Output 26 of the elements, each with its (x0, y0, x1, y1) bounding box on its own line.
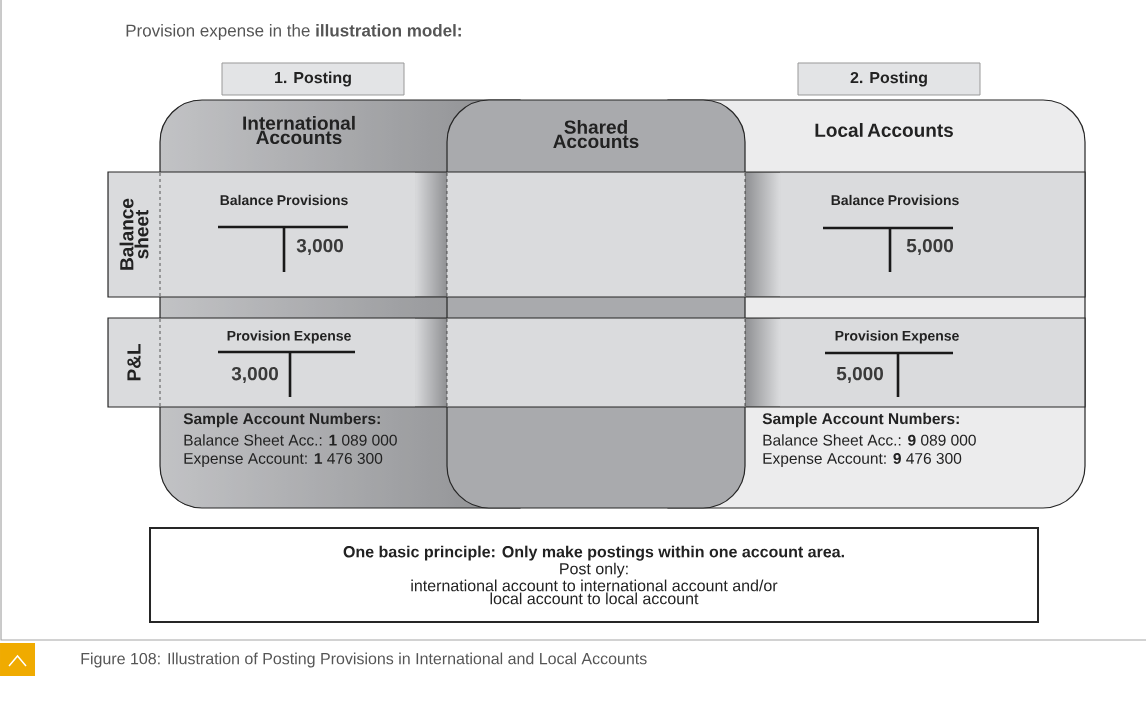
posting-box: 1. Posting (221, 62, 405, 96)
row-band (107, 171, 1086, 298)
sample-numbers: Sample Account Numbers: (762, 412, 959, 428)
figure-caption: Figure 108: Illustration of Posting Provisions in International and Local Accounts (81, 652, 647, 668)
sample-numbers: Expense Account: 9 476 300 (763, 453, 962, 467)
account-name: Balance Provisions (831, 194, 959, 206)
amount: 3,000 (231, 366, 278, 384)
column-heading: Local Accounts (815, 123, 953, 137)
sample-numbers: Balance Sheet Acc.: 9 089 000 (763, 434, 976, 446)
row-heading: Balance sheet (119, 198, 149, 270)
account-name: Provision Expense (227, 330, 351, 344)
account-name: Balance Provisions (220, 194, 348, 206)
amount: 3,000 (296, 238, 343, 256)
posting-box: 2. Posting (797, 62, 981, 96)
column-heading: Shared Accounts (553, 119, 639, 149)
amount: 5,000 (906, 238, 953, 256)
account-name: Provision Expense (835, 330, 959, 344)
row-heading: P&L (127, 344, 141, 381)
sample-numbers: Sample Account Numbers: (183, 412, 380, 428)
principle-box: One basic principle: Only make postings within one account area. Post only: international account to international account and/or local account to local account (149, 527, 1039, 623)
row-band (107, 317, 1086, 408)
figure-title: Provision expense in the illustration model: (126, 24, 461, 40)
sample-numbers: Balance Sheet Acc.: 1 089 000 (184, 434, 397, 446)
sample-numbers: Expense Account: 1 476 300 (184, 453, 383, 467)
amount: 5,000 (836, 366, 883, 384)
column-heading: International Accounts (243, 115, 355, 145)
